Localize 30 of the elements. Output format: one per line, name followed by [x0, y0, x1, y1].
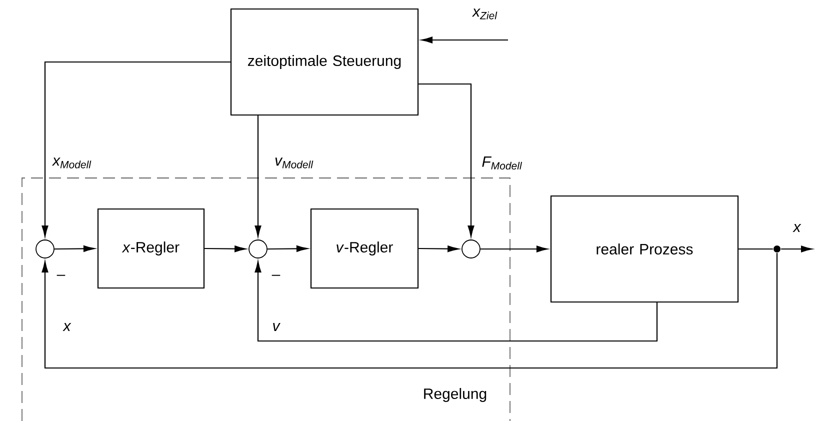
- arrow: [42, 61, 230, 237]
- arrow: [42, 253, 778, 369]
- arrow: [418, 246, 459, 252]
- summing-circle: [462, 240, 480, 258]
- edge-label: x$_{Ziel}$: [472, 8, 498, 20]
- arrow: [254, 116, 262, 237]
- arrow: [254, 261, 658, 342]
- arrow: [781, 246, 812, 252]
- edge-label: v: [273, 323, 280, 331]
- edge-label: x: [792, 224, 802, 232]
- summing-circle: [248, 240, 268, 258]
- block-box: realer Prozess: [550, 195, 739, 303]
- block-box: v-Regler: [310, 208, 419, 289]
- junction-dot: [774, 246, 780, 252]
- edge-label: x$_{Modell}$: [52, 158, 92, 168]
- arrow: [204, 246, 246, 252]
- minus-sign: –: [272, 274, 280, 276]
- edge-label: F$_{Modell}$: [482, 156, 522, 170]
- edge-label: v$_{Modell}$: [275, 158, 314, 168]
- summing-circle: [36, 240, 54, 258]
- arrow: [54, 245, 95, 252]
- block-box: x-Regler: [97, 208, 205, 289]
- minus-sign: –: [56, 274, 66, 276]
- region-label: Regelung: [424, 388, 486, 402]
- edge-label: x: [62, 323, 72, 331]
- arrow: [480, 246, 548, 252]
- block-box: zeitoptimale Steuerung: [230, 8, 419, 116]
- arrow: [267, 245, 308, 252]
- arrow: [421, 36, 508, 44]
- arrow: [418, 83, 474, 237]
